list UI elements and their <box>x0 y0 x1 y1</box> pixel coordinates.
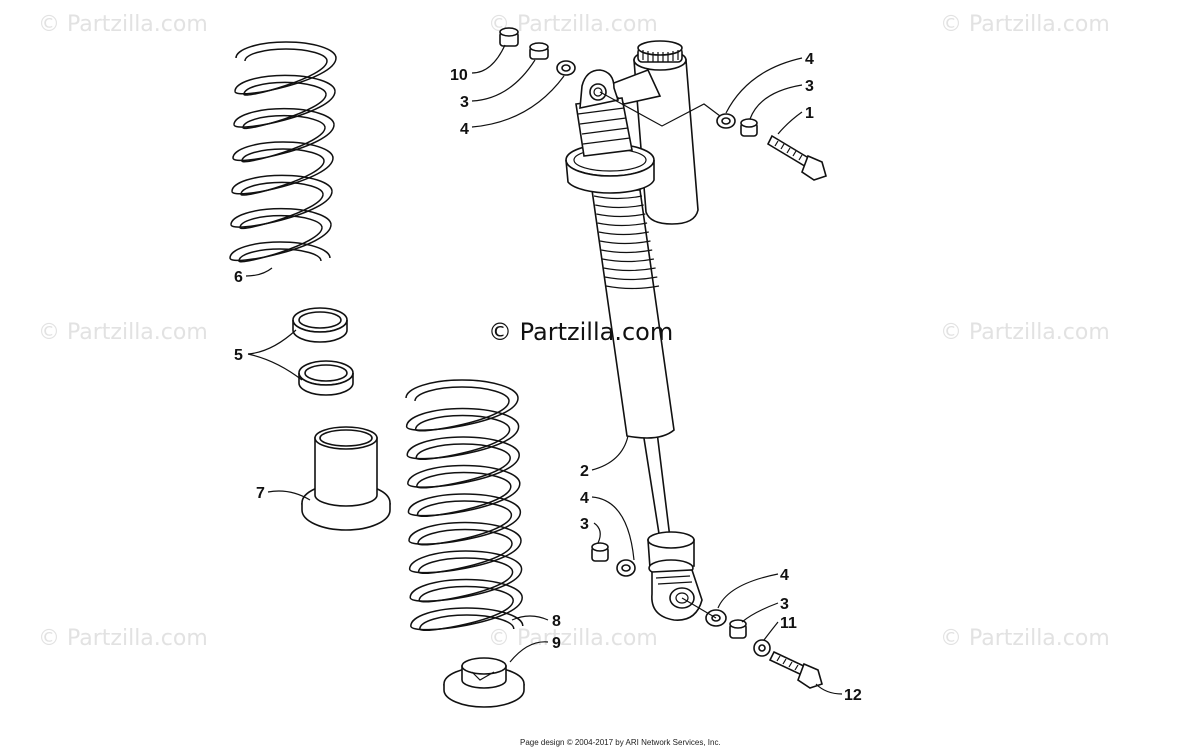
spring-sleeve-7[interactable] <box>301 426 391 531</box>
bolt-12-axis-line <box>681 597 717 619</box>
bushing-3-bottom-right[interactable] <box>729 619 747 639</box>
callout-9: 9 <box>552 635 561 652</box>
spring-6[interactable] <box>229 41 337 263</box>
spring-seat-9[interactable] <box>443 657 525 708</box>
callout-12: 12 <box>844 687 862 704</box>
callout-3-bottom-right: 3 <box>780 596 789 613</box>
spring-8[interactable] <box>405 379 524 631</box>
bushing-3-bottom-left[interactable] <box>591 542 609 562</box>
callout-10: 10 <box>450 67 468 84</box>
watermark-bottom-left: © Partzilla.com <box>38 626 208 651</box>
callout-7: 7 <box>256 485 265 502</box>
bolt-1-axis-line <box>599 91 721 127</box>
bolt-1[interactable] <box>766 134 827 181</box>
spring-seat-ring-5-upper[interactable] <box>292 307 348 343</box>
callout-6: 6 <box>234 269 243 286</box>
watermark-mid-left: © Partzilla.com <box>38 320 208 345</box>
watermark-center: © Partzilla.com <box>488 318 674 346</box>
nut-10[interactable] <box>499 27 519 47</box>
washer-4-top-left[interactable] <box>556 60 576 76</box>
callout-4-top-right: 4 <box>805 51 814 68</box>
bushing-3-top-right[interactable] <box>740 118 758 137</box>
watermark-mid-right: © Partzilla.com <box>940 320 1110 345</box>
shock-absorber-2[interactable] <box>565 69 675 541</box>
bushing-3-top-left[interactable] <box>529 42 549 60</box>
callout-11: 11 <box>780 615 797 632</box>
callout-4-top-left: 4 <box>460 121 469 138</box>
callout-3-top-left: 3 <box>460 94 469 111</box>
watermark-top-left: © Partzilla.com <box>38 12 208 37</box>
leader-lines <box>245 44 843 695</box>
watermark-top-right: © Partzilla.com <box>940 12 1110 37</box>
callout-1: 1 <box>805 105 814 122</box>
spring-seat-ring-5-lower[interactable] <box>298 360 354 396</box>
washer-4-top-right[interactable] <box>716 113 736 129</box>
callout-4-bottom-right: 4 <box>780 567 789 584</box>
watermark-bottom-center: © Partzilla.com <box>488 626 658 651</box>
watermark-bottom-right: © Partzilla.com <box>940 626 1110 651</box>
callout-2: 2 <box>580 463 589 480</box>
bolt-12[interactable] <box>768 650 823 689</box>
callout-5: 5 <box>234 347 243 364</box>
callout-4-bottom-left: 4 <box>580 490 589 507</box>
washer-11[interactable] <box>753 639 771 657</box>
callout-3-top-right: 3 <box>805 78 814 95</box>
shock-lower-eye[interactable] <box>647 531 703 621</box>
callout-3-bottom-left: 3 <box>580 516 589 533</box>
callout-8: 8 <box>552 613 561 630</box>
washer-4-bottom-left[interactable] <box>616 559 636 577</box>
page-footer: Page design © 2004-2017 by ARI Network S… <box>520 738 721 747</box>
